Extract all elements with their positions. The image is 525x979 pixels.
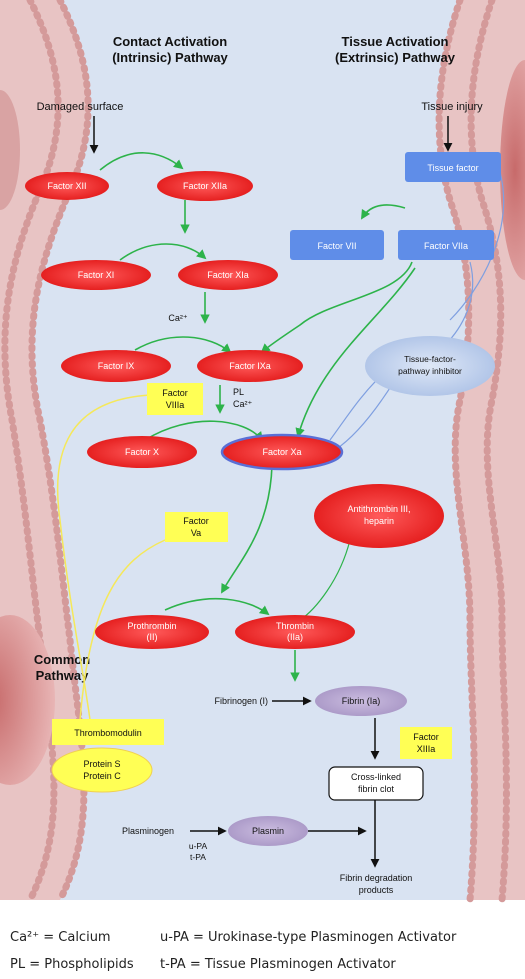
tfpi-label-line2: pathway inhibitor xyxy=(398,366,462,376)
factor-ixa-label: Factor IXa xyxy=(229,361,271,371)
protein-s-c-node: Protein S Protein C xyxy=(52,748,152,792)
factor-x-label: Factor X xyxy=(125,447,159,457)
thrombin-node: Thrombin (IIa) xyxy=(235,615,355,649)
antithrombin-label-line1: Antithrombin III, xyxy=(347,504,410,514)
factor-xiia-label: Factor XIIa xyxy=(183,181,227,191)
factor-xiiia-node: Factor XIIIa xyxy=(400,727,452,759)
prothrombin-label-line1: Prothrombin xyxy=(127,621,176,631)
fdp-label-line1: Fibrin degradation xyxy=(340,873,413,883)
factor-viia-node: Factor VIIa xyxy=(398,230,494,260)
antithrombin-label-line2: heparin xyxy=(364,516,394,526)
factor-va-label-line1: Factor xyxy=(183,516,209,526)
fibrinogen-label: Fibrinogen (I) xyxy=(214,696,268,706)
intrinsic-header-line1: Contact Activation xyxy=(113,34,227,49)
tfpi-label-line1: Tissue-factor- xyxy=(404,354,456,364)
factor-xi-node: Factor XI xyxy=(41,260,151,290)
crosslinked-label-line1: Cross-linked xyxy=(351,772,401,782)
intrinsic-header-line2: (Intrinsic) Pathway xyxy=(112,50,228,65)
fibrin-label: Fibrin (Ia) xyxy=(342,696,381,706)
common-header-line2: Pathway xyxy=(36,668,90,683)
crosslinked-clot-node: Cross-linked fibrin clot xyxy=(329,767,423,800)
factor-ixa-node: Factor IXa xyxy=(197,350,303,382)
prothrombin-label-line2: (II) xyxy=(147,632,158,642)
protein-c-label: Protein C xyxy=(83,771,121,781)
thrombomodulin-node: Thrombomodulin xyxy=(52,719,164,745)
prothrombin-node: Prothrombin (II) xyxy=(95,615,209,649)
factor-xii-label: Factor XII xyxy=(47,181,86,191)
protein-s-label: Protein S xyxy=(83,759,120,769)
thrombomodulin-label: Thrombomodulin xyxy=(74,728,142,738)
legend-calcium: Ca²⁺ = Calcium xyxy=(10,930,111,945)
factor-va-label-line2: Va xyxy=(191,528,201,538)
factor-xiiia-label-line1: Factor xyxy=(413,732,439,742)
tissue-injury-label: Tissue injury xyxy=(421,101,483,113)
fibrin-node: Fibrin (Ia) xyxy=(315,686,407,716)
thrombin-label-line2: (IIa) xyxy=(287,632,303,642)
tfpi-node: Tissue-factor- pathway inhibitor xyxy=(365,336,495,396)
antithrombin-node: Antithrombin III, heparin xyxy=(314,484,444,548)
factor-x-node: Factor X xyxy=(87,436,197,468)
factor-ix-label: Factor IX xyxy=(98,361,135,371)
factor-xa-label: Factor Xa xyxy=(262,447,301,457)
legend-phospholipids: PL = Phospholipids xyxy=(10,957,134,972)
damaged-surface-label: Damaged surface xyxy=(37,101,124,113)
factor-viiia-node: Factor VIIIa xyxy=(147,383,203,415)
factor-ix-node: Factor IX xyxy=(61,350,171,382)
legend-tpa: t-PA = Tissue Plasminogen Activator xyxy=(160,957,396,972)
fdp-label-line2: products xyxy=(359,885,394,895)
extrinsic-header-line2: (Extrinsic) Pathway xyxy=(335,50,456,65)
extrinsic-header-line1: Tissue Activation xyxy=(342,34,449,49)
factor-xia-label: Factor XIa xyxy=(207,270,249,280)
factor-viiia-label-line2: VIIIa xyxy=(166,400,185,410)
factor-xii-node: Factor XII xyxy=(25,172,109,200)
factor-vii-label: Factor VII xyxy=(317,241,356,251)
factor-xiia-node: Factor XIIa xyxy=(157,171,253,201)
factor-xia-node: Factor XIa xyxy=(178,260,278,290)
upa-label: u-PA xyxy=(189,841,208,851)
factor-viia-label: Factor VIIa xyxy=(424,241,468,251)
factor-vii-node: Factor VII xyxy=(290,230,384,260)
tissue-factor-label: Tissue factor xyxy=(427,163,478,173)
legend-upa: u-PA = Urokinase-type Plasminogen Activa… xyxy=(160,930,456,945)
factor-viiia-label-line1: Factor xyxy=(162,388,188,398)
phospholipid-label: PL xyxy=(233,387,244,397)
factor-va-node: Factor Va xyxy=(165,512,228,542)
calcium-label-1: Ca²⁺ xyxy=(168,313,188,323)
factor-xiiia-label-line2: XIIIa xyxy=(417,744,436,754)
factor-xa-node: Factor Xa xyxy=(222,435,342,469)
crosslinked-label-line2: fibrin clot xyxy=(358,784,395,794)
plasmin-label: Plasmin xyxy=(252,826,284,836)
calcium-label-2: Ca²⁺ xyxy=(233,399,253,409)
thrombin-label-line1: Thrombin xyxy=(276,621,314,631)
factor-xi-label: Factor XI xyxy=(78,270,115,280)
tissue-factor-node: Tissue factor xyxy=(405,152,501,182)
plasminogen-label: Plasminogen xyxy=(122,826,174,836)
plasmin-node: Plasmin xyxy=(228,816,308,846)
tpa-label: t-PA xyxy=(190,852,206,862)
